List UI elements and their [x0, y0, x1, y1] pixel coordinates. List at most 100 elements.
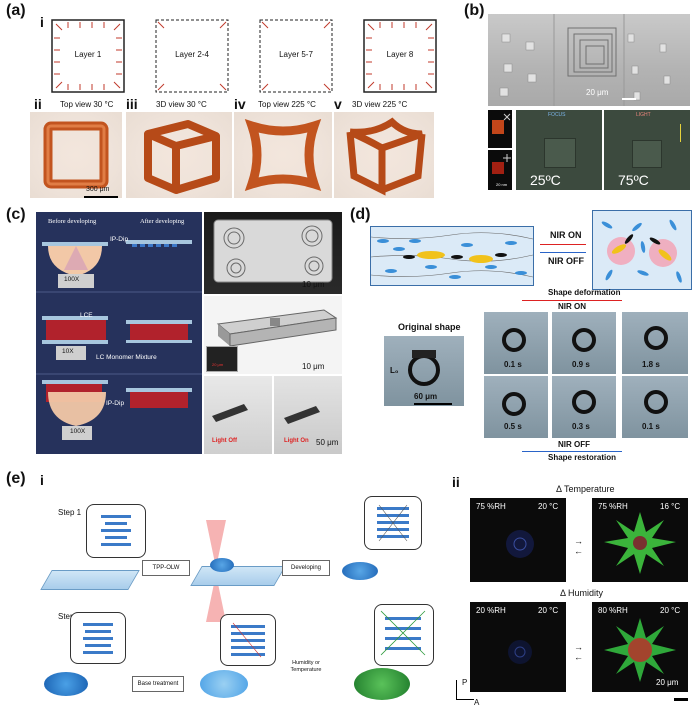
original-shape-photo [384, 336, 464, 406]
t1-rh: 75 %RH [476, 502, 506, 511]
nir-off-label-2: NIR OFF [558, 440, 590, 449]
nir-on-arrow [540, 244, 586, 245]
sem-scale-2: 10 μm [302, 362, 325, 371]
nir-off-label: NIR OFF [548, 256, 584, 266]
panel-d-scale-label: 60 μm [414, 392, 438, 401]
time-bottom-3: 0.1 s [642, 422, 660, 431]
temp-image-before [470, 498, 566, 582]
small-tile-scale: 20 nm [496, 182, 508, 187]
t2-rh: 75 %RH [598, 502, 628, 511]
layer-label-2: Layer 2-4 [175, 50, 209, 59]
sem-inset [206, 346, 238, 372]
shape-restoration-label: Shape restoration [548, 453, 617, 462]
time-top-3: 1.8 s [642, 360, 660, 369]
panel-d-scale-bar [414, 403, 452, 405]
shape-restoration-arrow [522, 451, 622, 452]
panel-c-label: (c) [6, 206, 26, 223]
original-shape-label: Original shape [398, 322, 461, 332]
temp-image-after [592, 498, 688, 582]
temp-25c: 25ºC [530, 172, 561, 188]
panel-e-roman-i: i [40, 472, 44, 488]
delta-humidity-label: Δ Humidity [560, 588, 604, 598]
nir-off-arrow [540, 252, 586, 253]
panel-b-sem-scale-label: 20 μm [586, 88, 609, 97]
layer-diagram-svg [51, 19, 437, 93]
analyzer-axis-horizontal [456, 699, 474, 700]
tpp-arrow: TPP-OLW [142, 560, 190, 576]
panel-e-label: (e) [6, 470, 26, 487]
light-on-image [274, 376, 342, 454]
panel-a-roman-iii: iii [126, 96, 138, 112]
restore-frame-2 [552, 376, 616, 438]
photo-caption-v: 3D view 225 °C [352, 100, 408, 109]
panel-c-scale-3: 50 μm [316, 438, 339, 447]
time-bottom-2: 0.3 s [572, 422, 590, 431]
nir-on-label-2: NIR ON [558, 302, 586, 311]
photo-caption-ii: Top view 30 °C [60, 100, 114, 109]
t1-temp: 20 °C [538, 502, 559, 511]
panel-b-sem-scale-bar [622, 98, 636, 100]
laser-beam-top [206, 520, 226, 568]
sem-image-top [204, 212, 342, 294]
photo-caption-iii: 3D view 30 °C [156, 100, 207, 109]
axis-p-label: P [462, 678, 468, 687]
panel-a-scale-bar [84, 196, 118, 198]
photo-3d-30 [126, 112, 232, 198]
structure-developed [342, 562, 378, 580]
objective-10x: 10X [62, 348, 74, 355]
layer-label-1: Layer 1 [74, 50, 102, 59]
temp-75c: 75ºC [618, 172, 649, 188]
panel-a-roman-i: i [40, 14, 44, 30]
humidity-temp-arrow: Humidity or Temperature [290, 660, 322, 673]
photo-3d-225 [334, 112, 434, 198]
restore-frame-3 [622, 376, 688, 438]
photo-top-225 [234, 112, 332, 198]
panel-e-scale-label: 20 μm [656, 678, 679, 687]
objective-100x-2: 100X [70, 428, 86, 435]
structure-writing [210, 558, 234, 572]
delta-temp-label: Δ Temperature [556, 484, 615, 494]
step2-structure-2 [200, 670, 248, 698]
layer-diagrams [48, 18, 448, 96]
pom-square-75c [632, 140, 662, 168]
panel-a-roman-iv: iv [234, 96, 246, 112]
h1-rh: 20 %RH [476, 606, 506, 615]
humidity-exchange-arrows: →← [574, 642, 583, 662]
laser-beam-bottom [206, 574, 226, 622]
deform-frame-3 [622, 312, 688, 374]
h1-temp: 20 °C [538, 606, 559, 615]
substrate-2 [190, 566, 286, 586]
step1-bubble-2 [364, 496, 422, 550]
h2-rh: 80 %RH [598, 606, 628, 615]
deform-frame-1 [484, 312, 548, 374]
pom-arrow-75c [680, 124, 681, 142]
panel-d-label: (d) [350, 206, 371, 223]
layer-label-4: Layer 8 [386, 50, 414, 59]
step2-bubble-2 [220, 614, 276, 666]
nir-on-label: NIR ON [550, 230, 582, 240]
small-tile-top [488, 110, 512, 148]
panel-b-label: (b) [464, 2, 485, 19]
objective-100x-1: 100X [64, 276, 80, 283]
light-off-label: Light Off [212, 438, 237, 444]
panel-a-roman-ii: ii [34, 96, 42, 112]
pom-image-75c [604, 110, 690, 190]
lce-molecules-disordered [592, 210, 692, 290]
step1-bubble-1 [86, 504, 146, 558]
light-off-image [204, 376, 272, 454]
step2-structure-3 [354, 668, 410, 700]
l0-label: L₀ [390, 366, 399, 375]
t2-temp: 16 °C [660, 502, 681, 511]
panel-e-scale-bar [674, 698, 688, 701]
panel-e-roman-ii: ii [452, 474, 460, 490]
lce-label: LCE [80, 312, 93, 319]
step2-bubble-3 [374, 604, 434, 666]
sem-image-middle [204, 296, 342, 374]
temp-exchange-arrows: →← [574, 536, 583, 556]
humidity-image-after [592, 602, 688, 692]
sem-pillars-image [488, 14, 690, 106]
ipchip-label-2: IP-Dip [106, 400, 125, 407]
lc-monomer-label: LC Monomer Mixture [96, 354, 157, 361]
polarizer-axis-vertical [456, 680, 457, 700]
panel-a-scale-label: 300 μm [86, 186, 110, 193]
